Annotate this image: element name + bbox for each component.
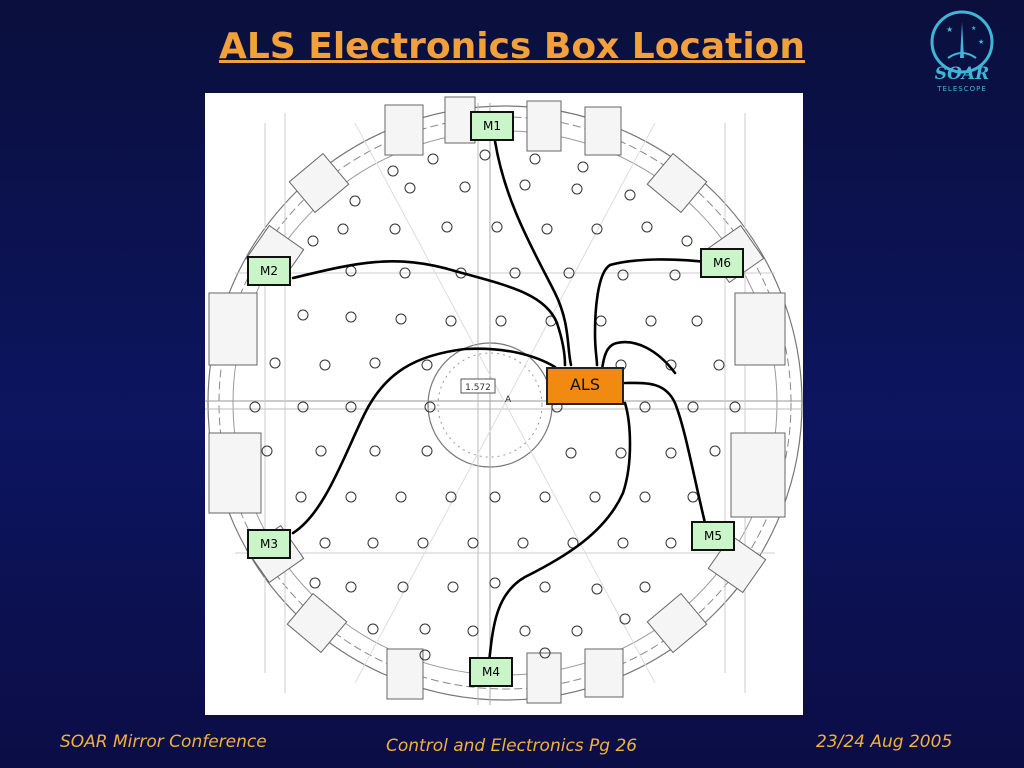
section-label: A <box>505 395 512 405</box>
dimension-label: 1.572 <box>465 383 491 393</box>
footer-center: Control and Electronics Pg 26 <box>386 736 638 756</box>
svg-text:★: ★ <box>946 25 953 34</box>
footer-left: SOAR Mirror Conference <box>60 732 267 752</box>
logo-subtitle: TELESCOPE <box>937 85 987 93</box>
mirror-box-m1: M1 <box>470 111 514 141</box>
svg-text:★: ★ <box>971 25 976 32</box>
mirror-cell-drawing: 1.572 A ALS M1 M2 M3 M4 M5 M6 <box>205 93 803 715</box>
mirror-box-m3: M3 <box>247 529 291 559</box>
footer-right: 23/24 Aug 2005 <box>816 732 953 752</box>
svg-text:★: ★ <box>978 38 984 46</box>
mirror-box-m4: M4 <box>469 657 513 687</box>
slide-title: ALS Electronics Box Location <box>218 26 806 67</box>
als-box: ALS <box>546 367 624 405</box>
soar-logo-icon: ★ ★ ★ <box>930 10 994 74</box>
mirror-box-m5: M5 <box>691 521 735 551</box>
mirror-box-m6: M6 <box>700 248 744 278</box>
logo-name: SOAR <box>934 64 990 84</box>
mirror-box-m2: M2 <box>247 256 291 286</box>
cell-outline-drawing: 1.572 A <box>205 96 803 705</box>
